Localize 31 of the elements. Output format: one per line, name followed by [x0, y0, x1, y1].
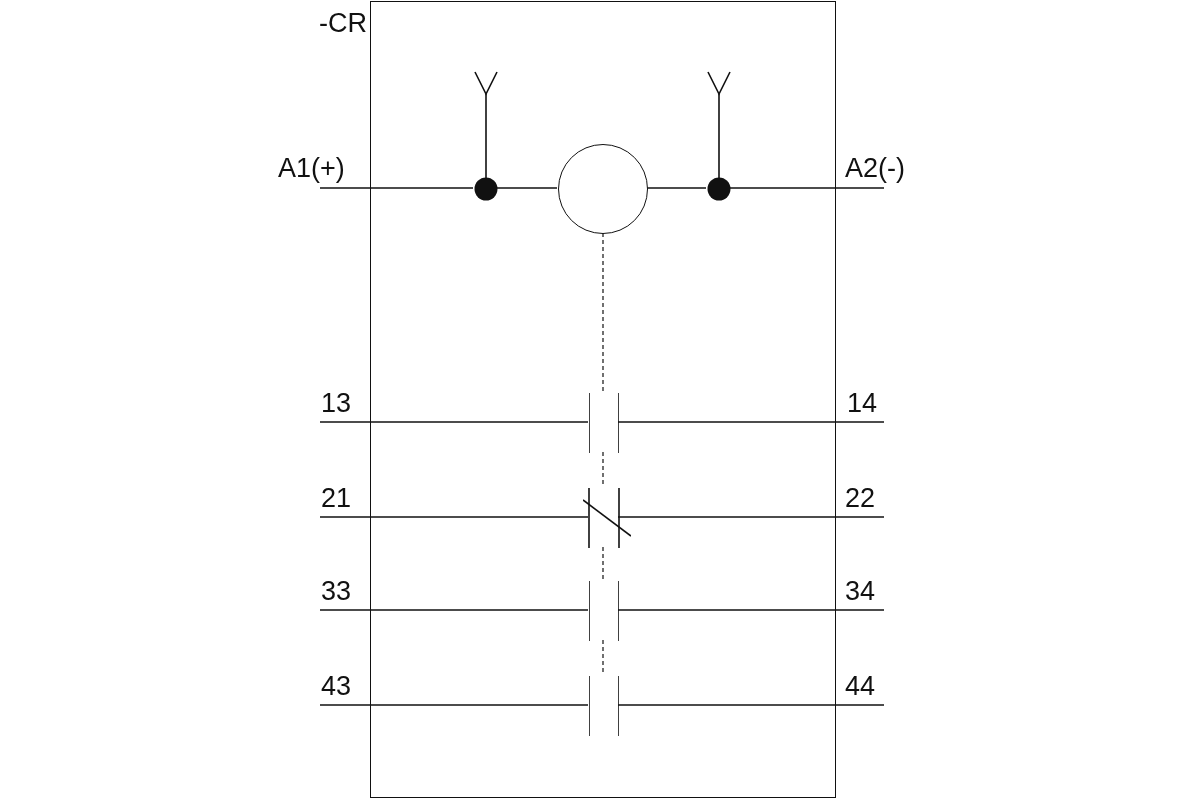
wire [729, 187, 885, 189]
wire [617, 609, 885, 611]
wire [617, 421, 885, 423]
mechanical-link-line [602, 546, 604, 581]
terminal-label: A2(-) [845, 153, 905, 183]
wire [319, 516, 589, 518]
normally-open-contact [589, 581, 619, 641]
terminal-label: 33 [321, 576, 352, 606]
wire [617, 516, 885, 518]
terminal-label: 14 [847, 388, 878, 418]
normally-open-contact [589, 393, 619, 453]
terminal-socket-symbol [707, 71, 731, 201]
wire [319, 187, 474, 189]
terminal-label: 22 [845, 483, 876, 513]
mechanical-link-line [602, 232, 604, 393]
terminal-socket-symbol [474, 71, 498, 201]
normally-open-contact [589, 676, 619, 736]
wire [496, 187, 558, 189]
terminal-label: 13 [321, 388, 352, 418]
terminal-label: 43 [321, 671, 352, 701]
wire [319, 704, 589, 706]
wire [617, 704, 885, 706]
wire [646, 187, 707, 189]
terminal-label: 44 [845, 671, 876, 701]
wire [319, 421, 589, 423]
wire [319, 609, 589, 611]
terminal-label: A1(+) [278, 153, 345, 183]
terminal-label: 21 [321, 483, 352, 513]
terminal-label: 34 [845, 576, 876, 606]
device-tag: -CR [319, 8, 367, 38]
normally-closed-contact [583, 488, 631, 548]
